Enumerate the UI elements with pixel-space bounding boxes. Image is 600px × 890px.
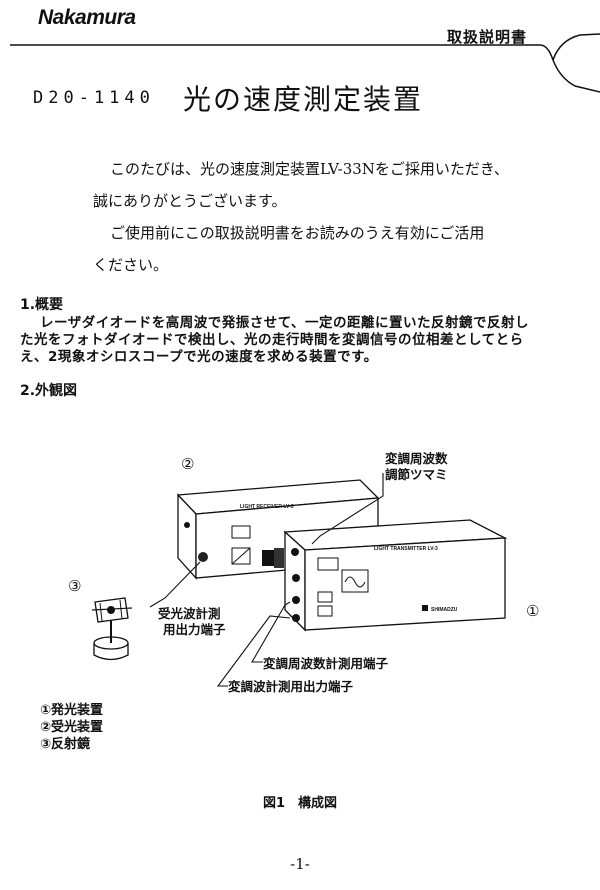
legend-item-1: ①発光装置 <box>40 703 104 718</box>
figure-num-1: ① <box>526 602 540 620</box>
light-transmitter-device <box>283 519 508 632</box>
section-2-heading: 2.外観図 <box>20 383 78 399</box>
intro-line-2: 誠にありがとうございます。 <box>93 192 287 210</box>
callout-knob-line-2: 調節ツマミ <box>385 467 448 482</box>
figure-num-2: ② <box>181 455 195 473</box>
doc-type-label: 取扱説明書 <box>447 28 528 46</box>
intro-line-3: ご使用前にこの取扱説明書をお読みのうえ有効にご活用 <box>110 224 485 242</box>
callout-freq-terminal: 変調周波数計測用端子 <box>263 656 389 671</box>
figure-caption: 図1 構成図 <box>262 796 338 811</box>
callout-line-knob <box>311 473 384 545</box>
section-1-heading: 1.概要 <box>20 297 64 313</box>
figure-num-3: ③ <box>68 577 82 595</box>
callout-mod-terminal: 変調波計測用出力端子 <box>228 679 354 694</box>
section-1-line-1: レーザダイオードを高周波で発振させて、一定の距離に置いた反射鏡で反射し <box>40 315 530 331</box>
intro-line-1: このたびは、光の速度測定装置LV-33Nをご採用いただき、 <box>110 160 509 178</box>
callout-receiver-output-line-2: 用出力端子 <box>163 622 226 637</box>
callout-line-mod <box>216 615 291 687</box>
legend-item-3: ③反射鏡 <box>40 737 91 752</box>
receiver-panel-label: LIGHT RECEIVER LV-3 <box>240 504 294 510</box>
section-1-line-2: た光をフォトダイオードで検出し、光の走行時間を変調信号の位相差としてとら <box>20 332 524 348</box>
maker-label: SHIMADZU <box>431 607 458 613</box>
page-title: 光の速度測定装置 <box>183 83 424 116</box>
brand-logo: Nakamura <box>38 6 136 29</box>
section-1-line-3: え、2現象オシロスコープで光の速度を求める装置です。 <box>20 349 378 365</box>
reflector-mirror <box>91 597 133 661</box>
configuration-figure: LIGHT RECEIVER LV-3 LIGHT TRANSMITTER LV… <box>91 473 508 687</box>
page-number: -1- <box>290 855 310 873</box>
legend-item-2: ②受光装置 <box>40 720 104 735</box>
callout-line-receiver-output <box>149 561 201 608</box>
transmitter-panel-label: LIGHT TRANSMITTER LV-3 <box>374 546 438 552</box>
intro-line-4: ください。 <box>93 256 169 274</box>
callout-line-freq <box>251 601 291 663</box>
model-number: D20-1140 <box>33 88 155 108</box>
header-rule <box>10 33 600 93</box>
callout-receiver-output-line-1: 受光波計測 <box>158 606 221 621</box>
callout-knob-line-1: 変調周波数 <box>385 451 448 466</box>
